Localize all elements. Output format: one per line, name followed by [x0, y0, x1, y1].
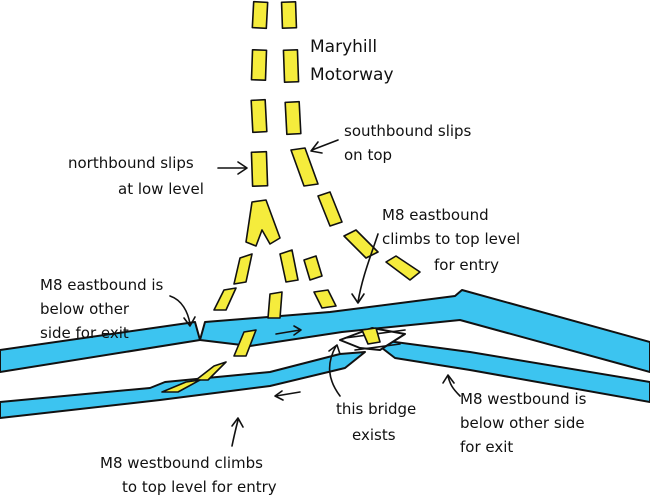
m8-west-climbs-arrowhead — [231, 417, 244, 428]
southbound-label-line2: on top — [344, 146, 392, 164]
northbound-arrowhead — [237, 161, 248, 175]
m8-west-below-line1: M8 westbound is — [460, 390, 587, 408]
southbound-slip-dash — [361, 327, 381, 345]
motorway-dash — [317, 191, 343, 227]
northbound-label-line1: northbound slips — [68, 154, 194, 172]
motorway-dash — [250, 150, 269, 188]
m8-westbound-right-road — [379, 339, 650, 403]
m8-east-below-arrow — [169, 295, 191, 325]
m8-west-below-line2: below other side — [460, 414, 585, 432]
m8-east-below-arrowhead — [183, 316, 196, 327]
maryhill-label-line2: Motorway — [310, 65, 394, 85]
northbound-slip-dash — [279, 249, 299, 283]
northbound-slip-dash — [233, 329, 257, 357]
northbound-label-line2: at low level — [118, 180, 204, 198]
motorway-dash — [280, 0, 298, 30]
bridge-label-line2: exists — [352, 426, 396, 444]
southbound-slip-dash — [313, 289, 337, 309]
southbound-arrow — [311, 139, 339, 151]
motorway-dash — [290, 147, 319, 187]
m8-west-below-arrowhead — [442, 374, 455, 384]
m8-east-climbs-arrowhead — [351, 293, 365, 304]
m8-west-climbs-line2: to top level for entry — [122, 478, 277, 496]
bridge-arrow — [328, 345, 341, 397]
bridge-label-line1: this bridge — [336, 400, 416, 418]
northbound-slip-dash — [161, 379, 201, 393]
m8-east-climbs-line1: M8 eastbound — [382, 206, 489, 224]
m8-east-climbs-line3: for entry — [434, 256, 499, 274]
m8-east-below-line3: side for exit — [40, 324, 129, 342]
bridge-line-2 — [354, 343, 401, 351]
motorway-dash — [251, 0, 269, 30]
motorway-dash — [245, 199, 281, 247]
northbound-slip-dash — [195, 361, 227, 381]
eastbound-direction-arrowhead — [293, 325, 302, 336]
southbound-slip-dash — [385, 255, 421, 281]
m8-west-climbs-arrow — [231, 419, 239, 447]
northbound-slip-dash — [267, 291, 283, 319]
motorway-dash — [282, 48, 300, 84]
southbound-label-line1: southbound slips — [344, 122, 472, 140]
maryhill-label-line1: Maryhill — [310, 37, 377, 57]
m8-west-climbs-line1: M8 westbound climbs — [100, 454, 263, 472]
m8-east-climbs-arrow — [357, 233, 379, 303]
westbound-direction-arrowhead — [274, 390, 284, 401]
westbound-direction-arrow — [275, 391, 301, 397]
northbound-slip-dash — [233, 253, 253, 285]
southbound-arrowhead — [310, 141, 323, 154]
northbound-slip-dash — [213, 287, 237, 311]
m8-east-below-line1: M8 eastbound is — [40, 276, 164, 294]
bridge-arrowhead — [328, 344, 341, 355]
m8-west-below-line3: for exit — [460, 438, 513, 456]
m8-east-climbs-line2: climbs to top level — [382, 230, 520, 248]
m8-east-below-line2: below other — [40, 300, 130, 318]
southbound-slip-dash — [343, 229, 379, 259]
southbound-slip-dash — [303, 255, 323, 281]
motorway-dash — [284, 100, 302, 136]
m8-west-below-arrow — [447, 375, 461, 397]
eastbound-direction-arrow — [275, 329, 301, 335]
motorway-dash — [250, 98, 268, 134]
motorway-dash — [250, 48, 268, 82]
